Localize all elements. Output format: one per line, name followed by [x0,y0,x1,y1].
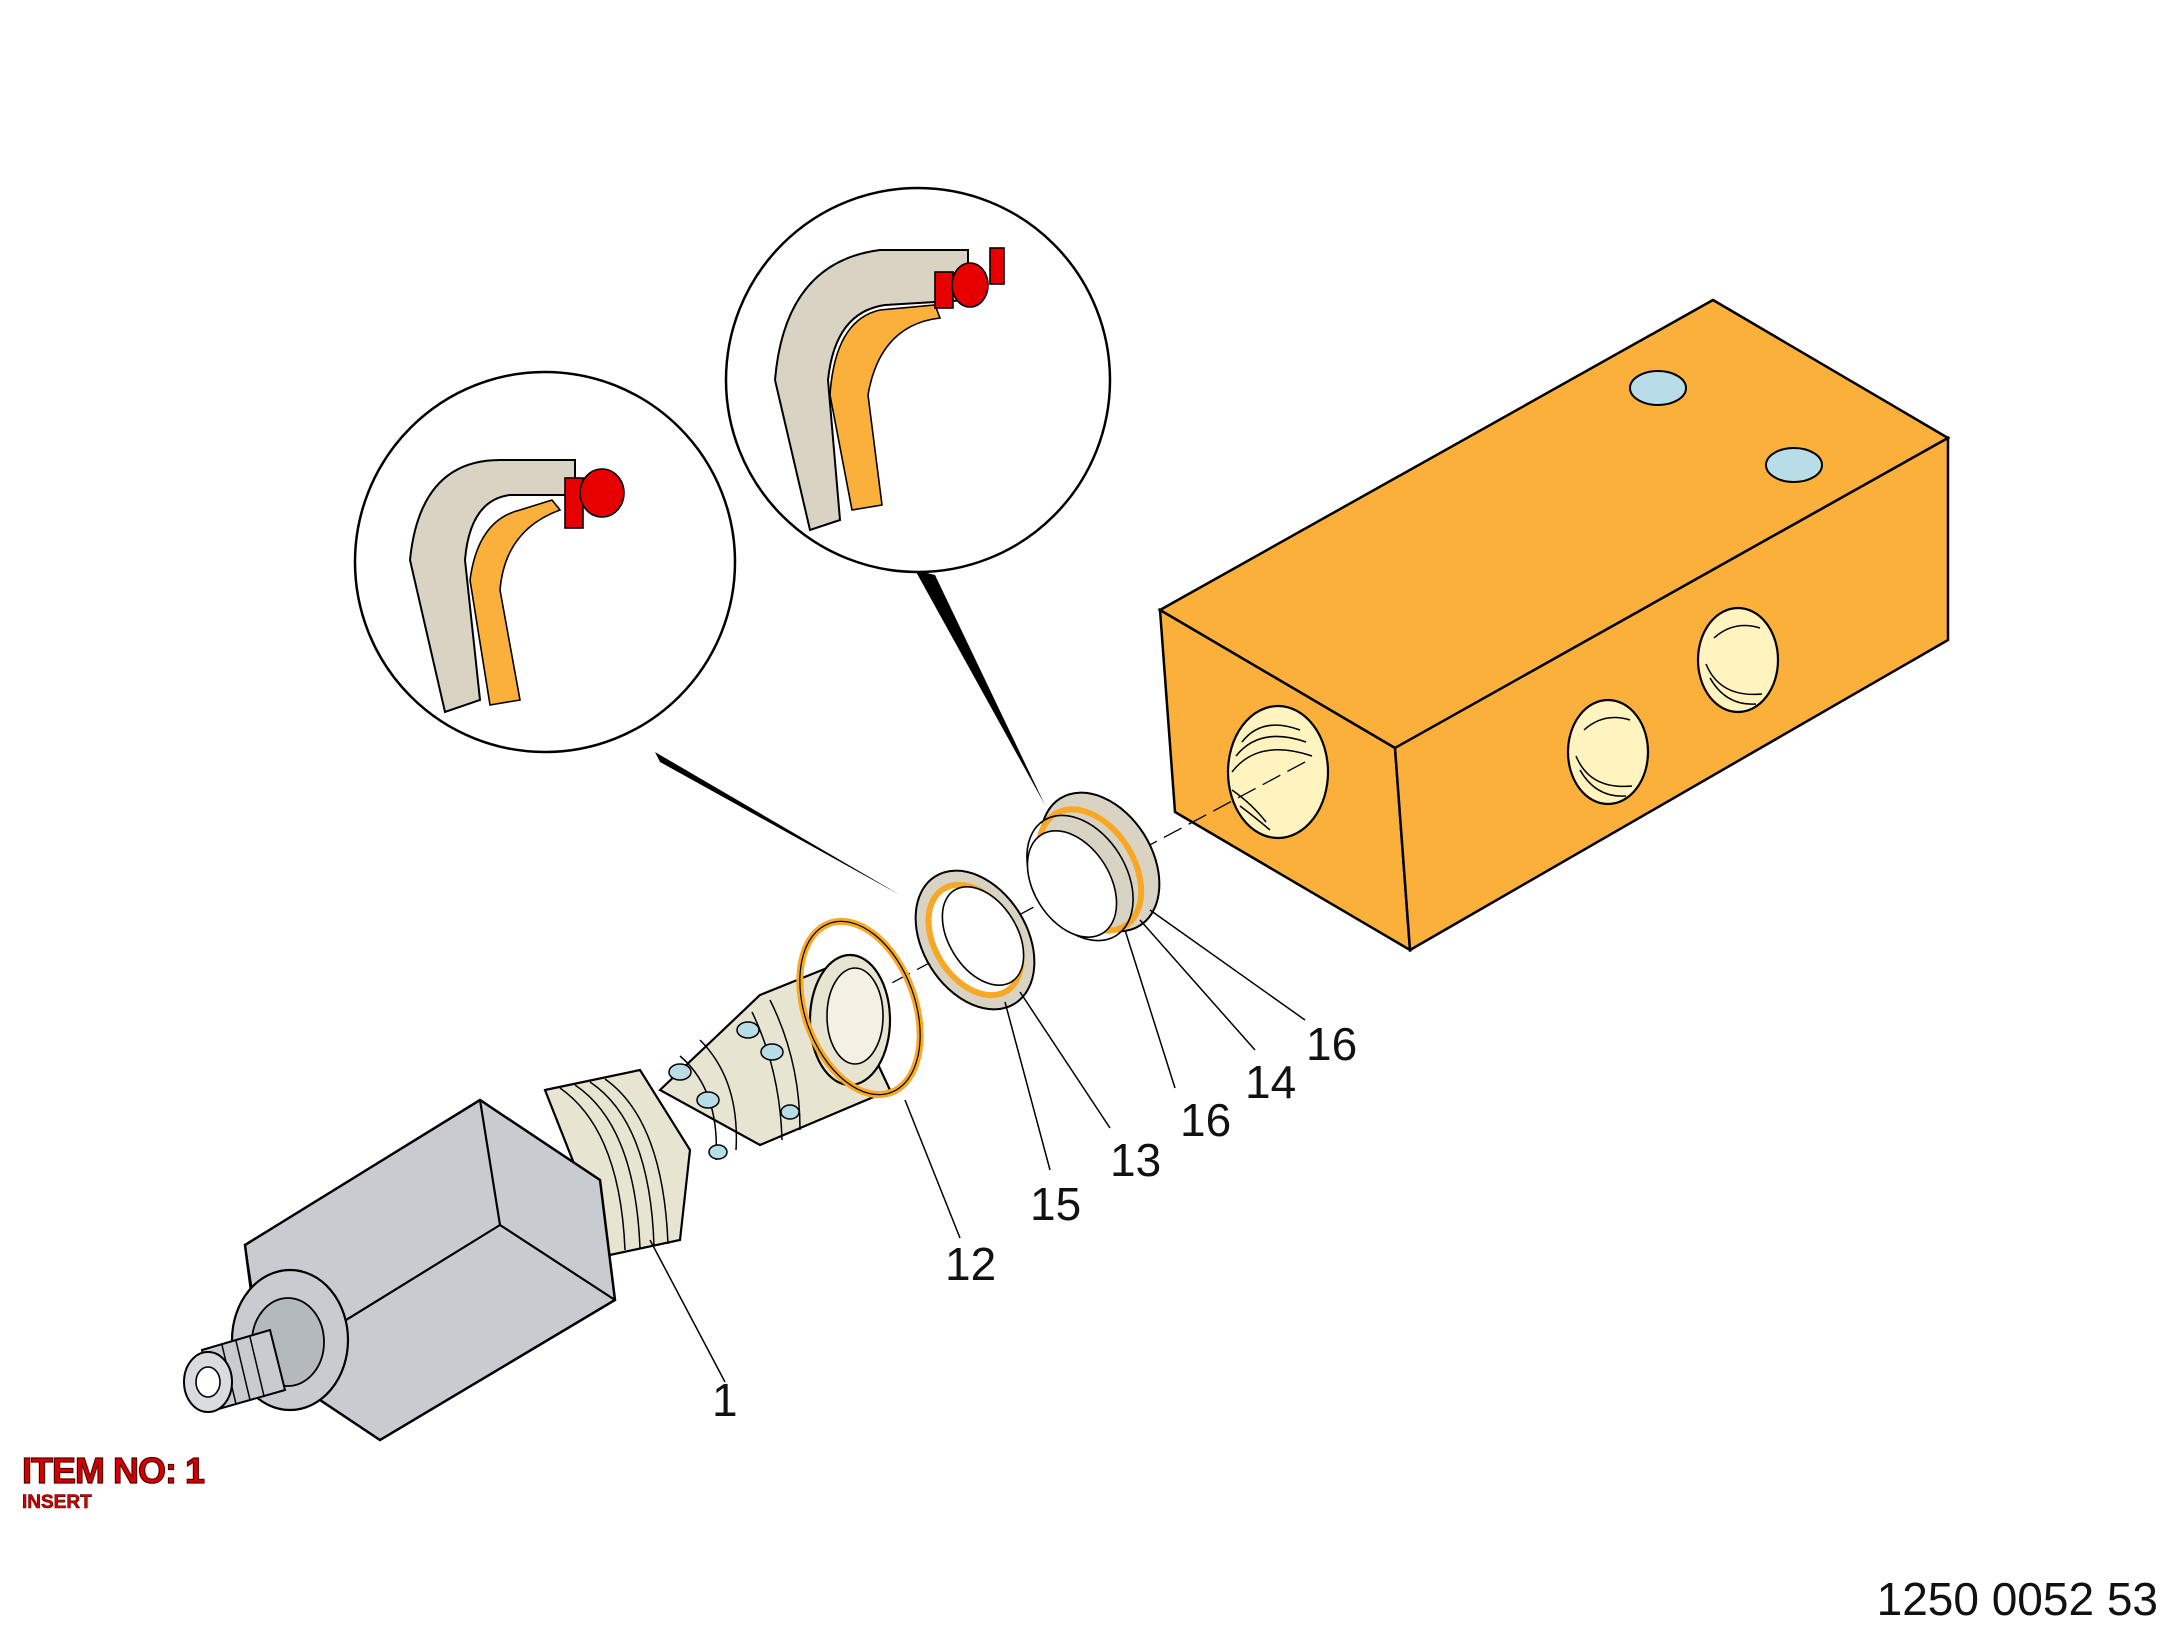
cartridge-insert [183,953,892,1442]
front-threaded-bore [1226,704,1330,840]
leader-lines [649,909,1306,1383]
callout-13: 13 [1110,1134,1161,1186]
ring-set-13-15 [914,869,1036,1011]
item-number-label: ITEM NO: 1 [21,1449,205,1491]
callout-14: 14 [1245,1056,1296,1108]
side-threaded-port-2 [1696,606,1780,714]
callout-15: 15 [1030,1178,1081,1230]
item-description-label: INSERT [22,1492,92,1514]
detail-view-right [724,186,1112,805]
callout-16-upper: 16 [1306,1018,1357,1070]
callout-1: 1 [712,1374,738,1426]
detail-view-left [353,370,900,895]
top-port-1 [1629,370,1687,406]
top-port-2 [1765,447,1823,483]
drawing-number: 1250 0052 53 [1876,1573,2158,1625]
ring-set-14-16 [1026,791,1161,942]
manifold-block [1157,298,1951,953]
callout-16-lower: 16 [1180,1094,1231,1146]
side-threaded-port-1 [1566,698,1650,806]
callout-12: 12 [945,1238,996,1290]
o-ring-12 [796,917,924,1099]
